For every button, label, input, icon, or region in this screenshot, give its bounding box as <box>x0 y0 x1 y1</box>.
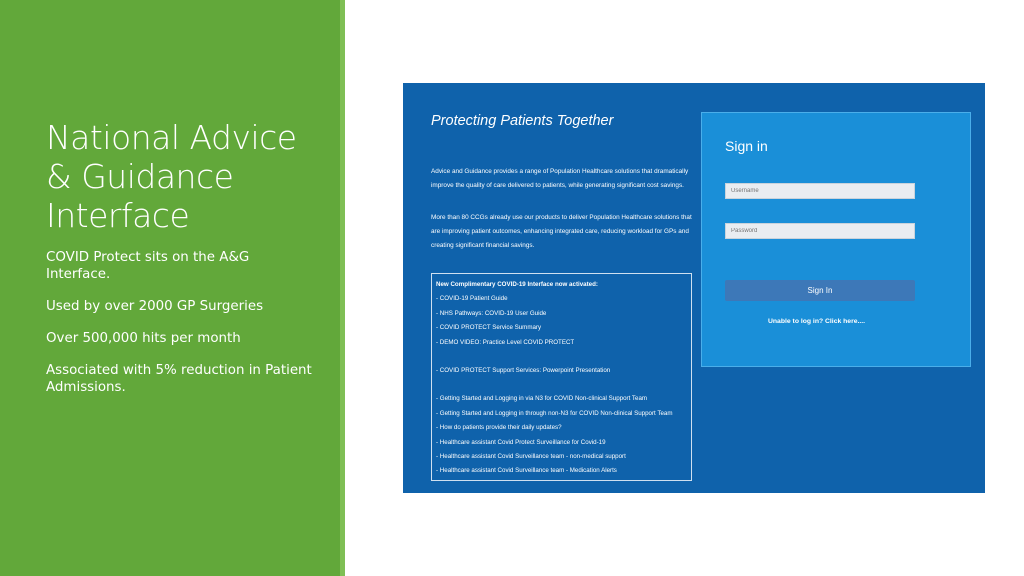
links-box-title: New Complimentary COVID-19 Interface now… <box>436 281 598 288</box>
slide-bullet-list: COVID Protect sits on the A&G Interface.… <box>46 249 316 411</box>
resource-link[interactable]: - COVID PROTECT Service Summary <box>436 324 542 332</box>
spacer <box>436 378 687 392</box>
resource-link[interactable]: - Healthcare assistant Covid Surveillanc… <box>436 467 617 475</box>
sign-in-button[interactable]: Sign In <box>725 280 915 301</box>
bullet-item: Over 500,000 hits per month <box>46 331 241 346</box>
ccg-paragraph: More than 80 CCGs already use our produc… <box>431 214 692 249</box>
signin-title: Sign in <box>725 138 768 154</box>
bullet-item: COVID Protect sits on the A&G Interface. <box>46 250 250 282</box>
sidebar-accent-stripe <box>340 0 345 576</box>
title-line: Interface <box>46 196 190 235</box>
embedded-web-screenshot: Protecting Patients Together Advice and … <box>403 83 985 493</box>
resource-link[interactable]: - How do patients provide their daily up… <box>436 424 562 432</box>
resource-link[interactable]: - Healthcare assistant Covid Surveillanc… <box>436 453 626 461</box>
title-line: & Guidance <box>46 157 234 196</box>
signin-panel: Sign in Sign In Unable to log in? Click … <box>701 112 971 367</box>
covid-links-box: New Complimentary COVID-19 Interface now… <box>431 273 692 481</box>
bullet-item: Associated with 5% reduction in Patient … <box>46 363 312 395</box>
resource-link[interactable]: - COVID-19 Patient Guide <box>436 295 508 303</box>
resource-link[interactable]: - NHS Pathways: COVID-19 User Guide <box>436 309 547 317</box>
slide-title: National Advice & Guidance Interface <box>46 118 326 235</box>
spacer <box>436 350 687 364</box>
password-field[interactable] <box>725 223 915 239</box>
bullet-item: Used by over 2000 GP Surgeries <box>46 299 264 314</box>
resource-link[interactable]: - COVID PROTECT Support Services: Powerp… <box>436 367 611 375</box>
resource-link[interactable]: - DEMO VIDEO: Practice Level COVID PROTE… <box>436 338 575 346</box>
resource-link[interactable]: - Getting Started and Logging in via N3 … <box>436 395 648 403</box>
intro-paragraph: Advice and Guidance provides a range of … <box>431 168 689 189</box>
unable-to-login-link[interactable]: Unable to log in? Click here.... <box>768 318 866 325</box>
page-heading: Protecting Patients Together <box>431 113 614 129</box>
resource-link[interactable]: - Healthcare assistant Covid Protect Sur… <box>436 438 606 446</box>
resource-link[interactable]: - Getting Started and Logging in through… <box>436 409 673 417</box>
slide-sidebar <box>0 0 340 576</box>
title-line: National Advice <box>46 118 297 157</box>
username-field[interactable] <box>725 183 915 199</box>
